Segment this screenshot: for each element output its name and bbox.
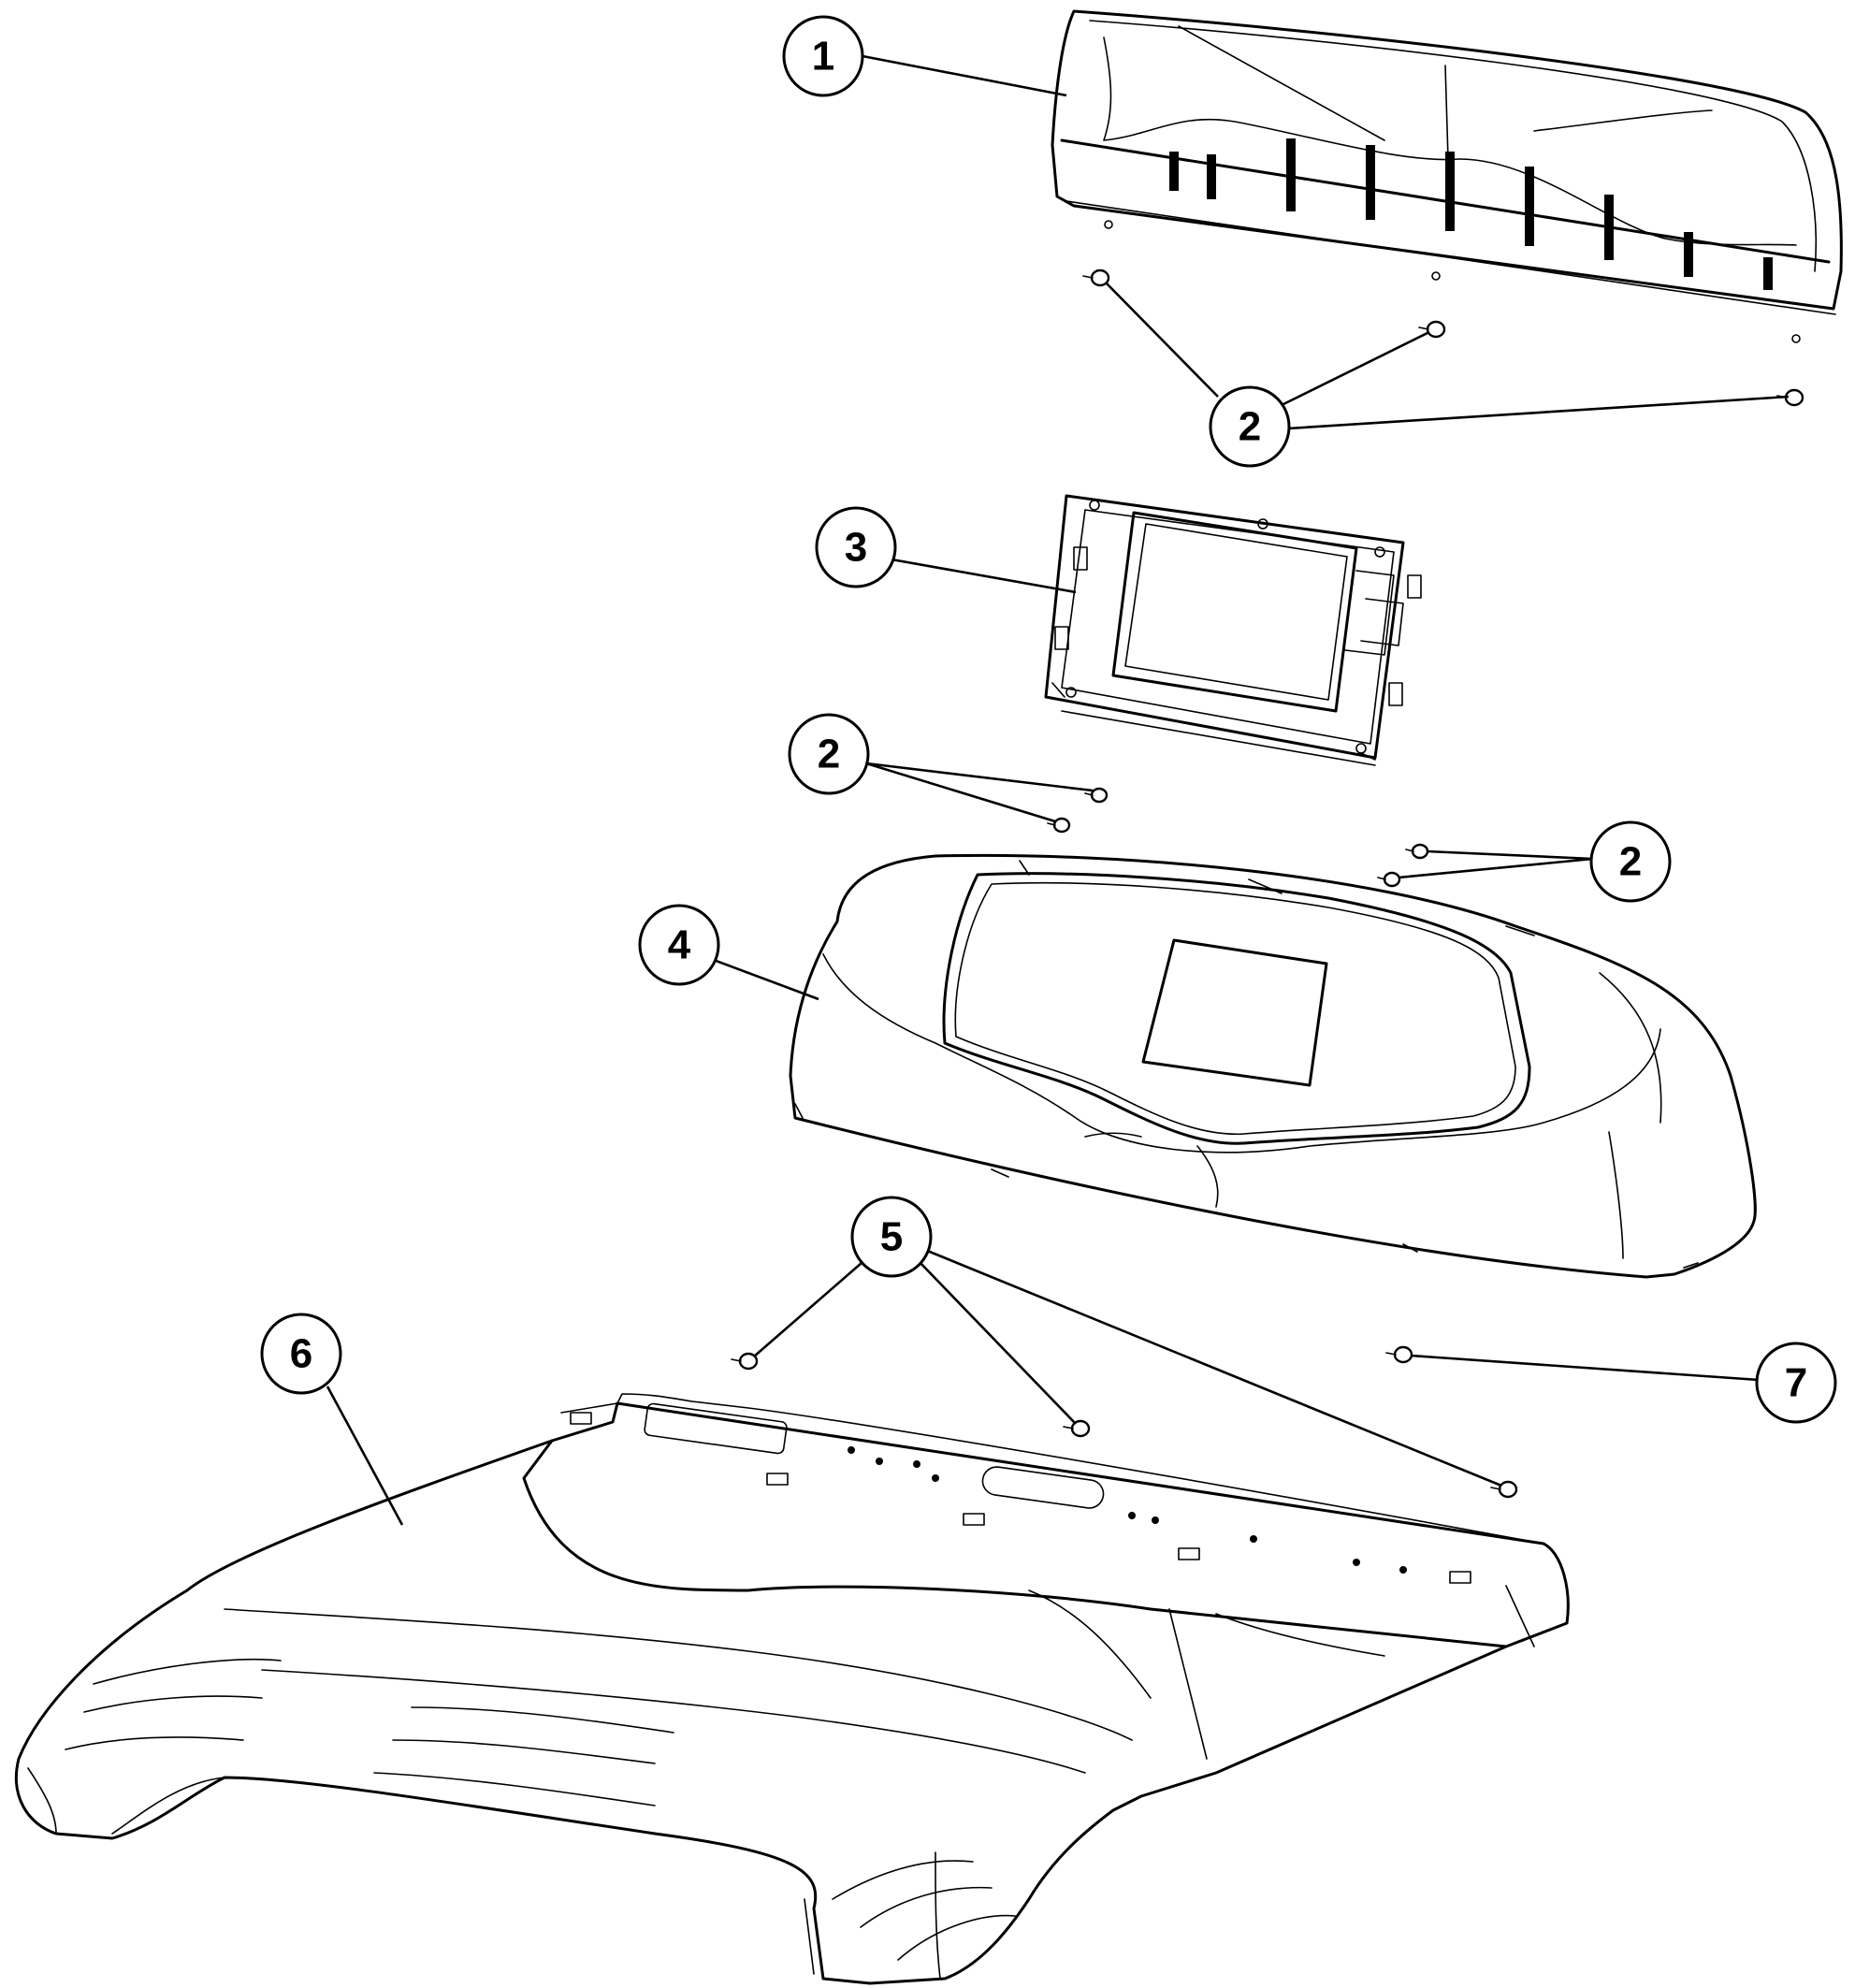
callout-1: 1 <box>782 15 864 97</box>
callout-2-top-label: 2 <box>1239 404 1261 450</box>
screw-7 <box>1385 1345 1413 1364</box>
callout-2-board-label: 2 <box>818 732 840 777</box>
screw-2-board-b <box>1047 817 1071 834</box>
callout-3-label: 3 <box>845 525 867 571</box>
callout-5-label: 5 <box>880 1214 903 1260</box>
callout-3: 3 <box>815 506 897 588</box>
screw-2-top-left <box>1082 268 1110 287</box>
callout-5: 5 <box>850 1196 933 1278</box>
screw-5-left <box>731 1352 759 1371</box>
callout-6-label: 6 <box>290 1331 312 1377</box>
callout-2-console-label: 2 <box>1619 839 1642 885</box>
part-3-control-board <box>1044 494 1422 766</box>
callout-2-console: 2 <box>1589 820 1672 903</box>
callout-2-board: 2 <box>788 713 870 795</box>
screw-2-console-b <box>1377 871 1401 888</box>
callout-7: 7 <box>1755 1342 1837 1424</box>
screw-2-board-a <box>1084 787 1109 804</box>
screws <box>731 268 1804 1499</box>
callout-4-label: 4 <box>668 922 691 968</box>
part-4-console-front <box>789 853 1757 1279</box>
callout-6: 6 <box>260 1313 342 1395</box>
callout-2-top: 2 <box>1209 385 1291 468</box>
callout-4: 4 <box>638 904 720 986</box>
callout-7-label: 7 <box>1785 1360 1807 1406</box>
screw-5-mid <box>1063 1419 1091 1438</box>
screw-2-top-mid <box>1418 320 1446 339</box>
screw-5-right <box>1490 1480 1518 1499</box>
part-1-console-rear-panel <box>1051 9 1843 343</box>
part-6-top-panel <box>14 1393 1570 1985</box>
callout-1-label: 1 <box>812 34 834 80</box>
leader-lines <box>326 54 1790 1526</box>
screw-2-console-a <box>1405 843 1429 860</box>
